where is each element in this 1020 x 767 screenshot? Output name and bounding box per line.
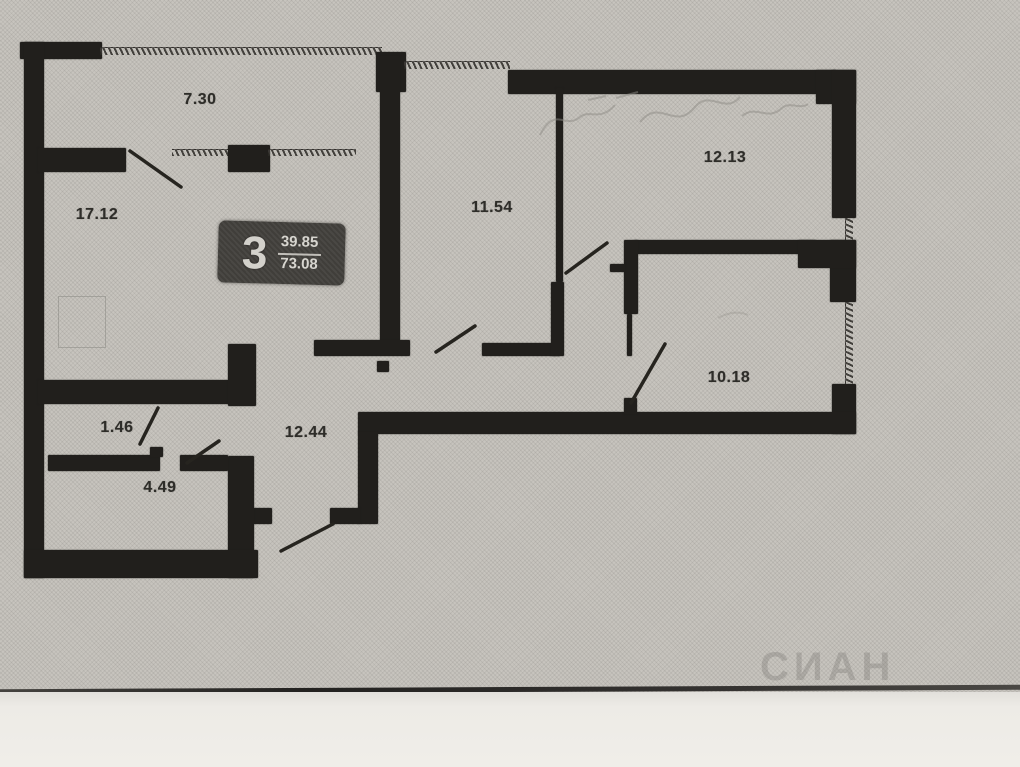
area-fraction: 39.85 73.08: [277, 232, 322, 275]
wall-segment: [38, 148, 126, 172]
wall-segment: [380, 56, 400, 354]
door-hinge-block: [150, 447, 163, 457]
window-right-upper: [845, 218, 853, 242]
room-area-label-room-a: 17.12: [75, 206, 119, 223]
room-area-label-room-d: 10.18: [707, 369, 751, 386]
wall-segment: [180, 455, 228, 471]
window-inner-a: [172, 149, 230, 156]
window-room-b: [404, 61, 510, 69]
wall-segment: [358, 412, 856, 434]
wall-segment: [48, 455, 160, 471]
wall-segment: [358, 432, 378, 524]
living-area-value: 39.85: [277, 232, 322, 256]
room-area-label-niche: 1.46: [100, 419, 134, 436]
door-hinge-block: [377, 361, 389, 372]
site-watermark: СИАН: [760, 645, 896, 689]
wall-segment: [38, 380, 232, 404]
wall-segment: [482, 343, 560, 356]
wall-segment: [252, 508, 272, 524]
pencil-furniture-sketch: [58, 296, 106, 348]
wall-segment: [228, 145, 270, 172]
wall-segment: [798, 240, 856, 268]
wall-segment: [624, 398, 637, 414]
apartment-info-badge: 3 39.85 73.08: [217, 220, 346, 286]
window-right-lower: [845, 302, 853, 386]
scan-bottom-band: [0, 692, 1020, 767]
wall-segment: [24, 550, 258, 578]
wall-segment: [24, 42, 44, 578]
wall-segment: [624, 240, 638, 314]
window-inner-b: [268, 149, 356, 156]
total-area-value: 73.08: [280, 254, 319, 273]
wall-segment: [228, 344, 256, 406]
wall-segment: [314, 340, 410, 356]
window-balcony: [100, 47, 382, 55]
room-area-label-bath: 4.49: [143, 479, 177, 496]
rooms-count: 3: [241, 225, 269, 279]
room-area-label-corridor: 12.44: [284, 424, 328, 441]
wall-segment: [634, 240, 816, 254]
wall-segment: [627, 314, 632, 356]
wall-segment: [551, 282, 564, 356]
room-area-label-balcony: 7.30: [183, 91, 217, 108]
room-area-label-room-b: 11.54: [471, 199, 513, 216]
wall-segment: [556, 88, 563, 282]
wall-segment: [832, 70, 856, 218]
wall-segment: [330, 508, 360, 524]
room-area-label-room-c: 12.13: [703, 149, 747, 166]
wall-segment: [610, 264, 625, 272]
